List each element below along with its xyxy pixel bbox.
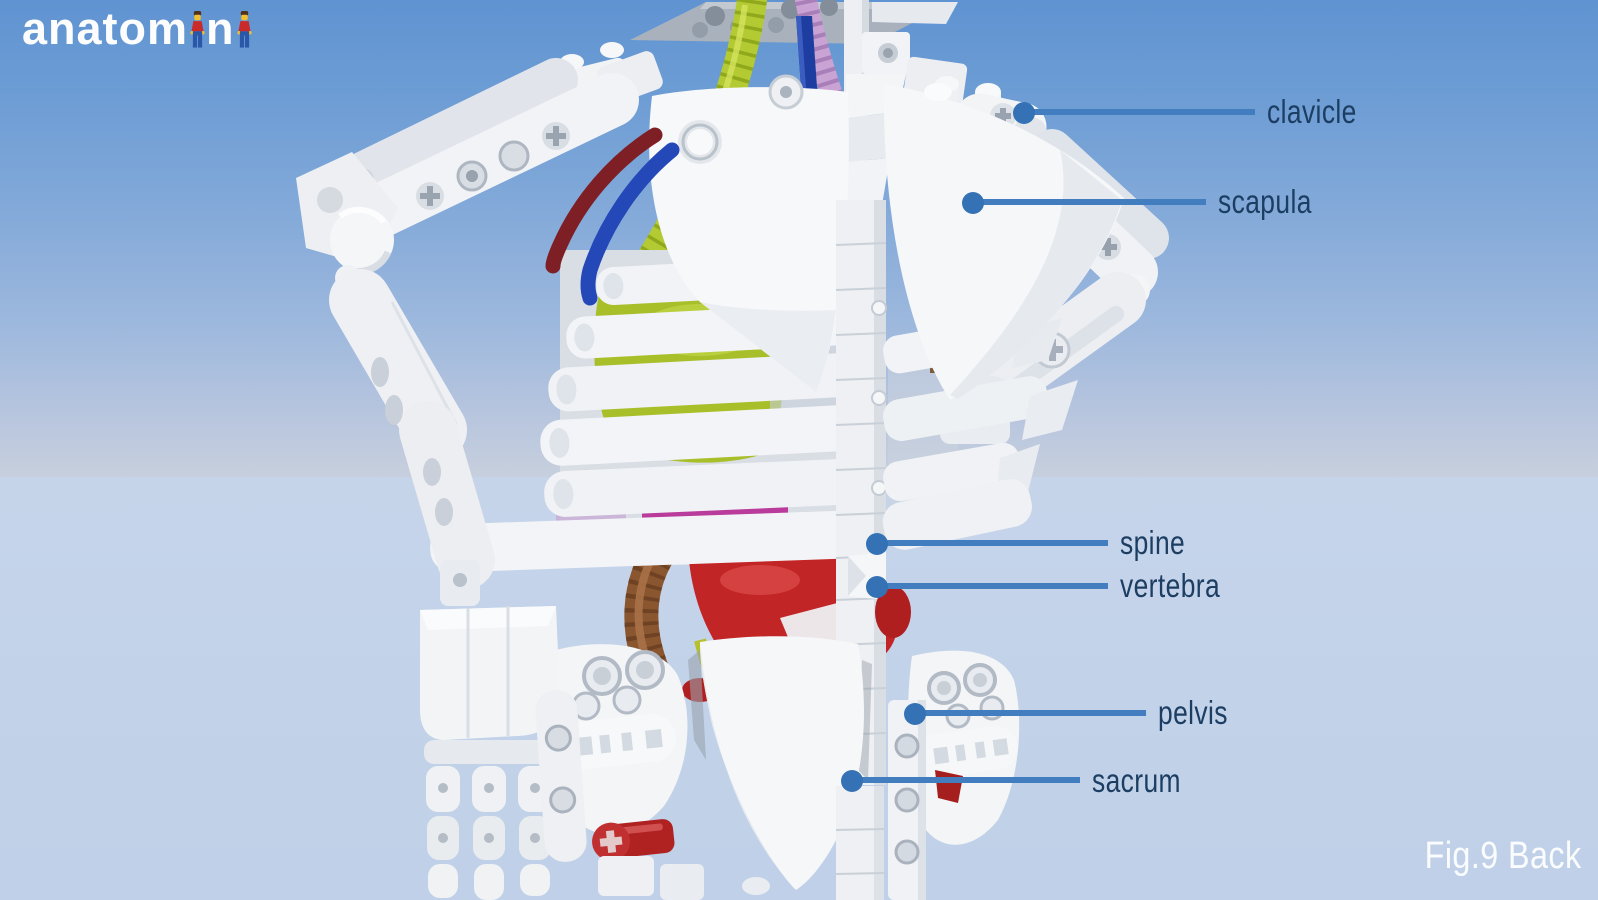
label-sacrum: sacrum (1092, 762, 1181, 799)
blood-vessel-cables (545, 127, 680, 306)
minifig-icon (236, 11, 252, 48)
scapula-leader-line (962, 192, 1206, 214)
vertebra-leader-line (866, 576, 1108, 598)
logo-text-n: n (206, 3, 235, 54)
pelvis-left-wing (552, 644, 688, 835)
anatomini-logo: anatom n (22, 6, 253, 52)
minifig-icon (190, 11, 205, 48)
left-hand (420, 606, 587, 900)
spine-column (835, 200, 888, 785)
leg-columns (835, 700, 926, 900)
spine-leader-line (866, 533, 1108, 555)
leader-lines (841, 102, 1255, 792)
label-pelvis: pelvis (1158, 694, 1228, 731)
figure-caption: Fig.9 Back (1425, 835, 1582, 877)
red-axle-pin (592, 819, 675, 861)
thumb (535, 690, 587, 862)
pelvis-leader-line (904, 703, 1146, 725)
label-clavicle: clavicle (1267, 93, 1357, 130)
left-arm (296, 42, 804, 606)
label-scapula: scapula (1218, 183, 1312, 220)
fingers (426, 766, 552, 900)
label-spine: spine (1120, 524, 1186, 561)
logo-text-anatom: anatom (22, 3, 189, 54)
right-scapula-plate (883, 83, 1124, 400)
sacrum-leader-line (841, 770, 1080, 792)
pelvis-right-wing (908, 650, 1020, 845)
label-vertebra: vertebra (1120, 567, 1221, 604)
clavicle-leader-line (1013, 102, 1255, 124)
pelvis (552, 636, 1020, 900)
sacrum-shield (688, 636, 872, 890)
left-scapula-plate (649, 87, 849, 392)
